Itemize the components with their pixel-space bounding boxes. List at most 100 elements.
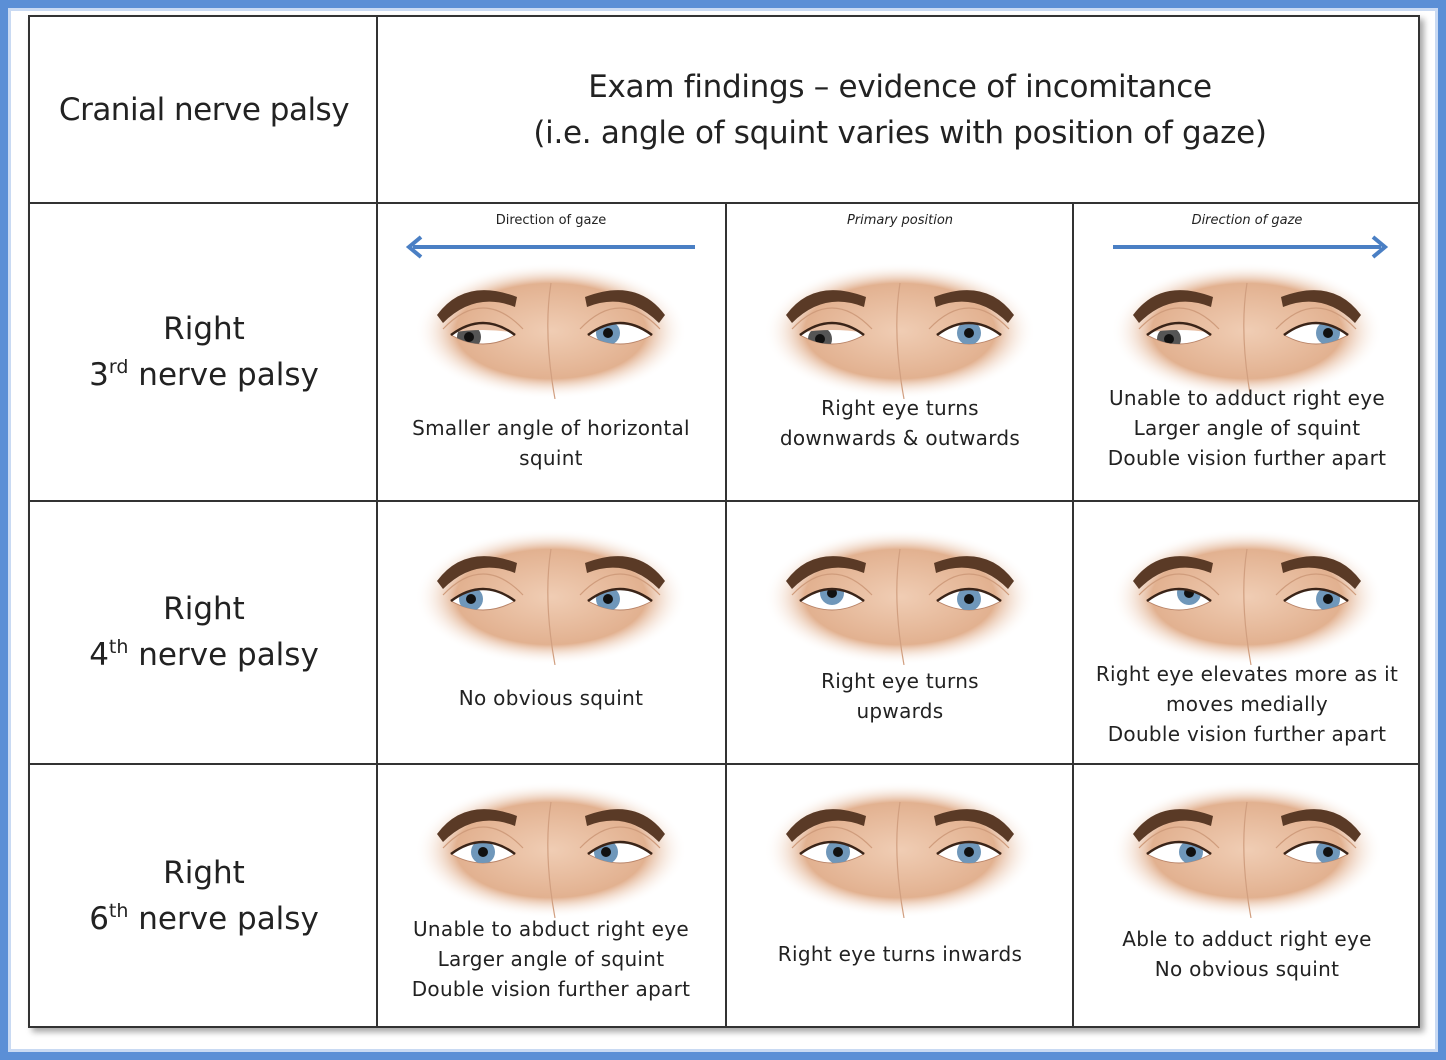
row-label-side: Right [163,855,245,891]
finding-line: Smaller angle of horizontal [412,416,690,440]
eyebrow-left [1281,556,1361,589]
divider [1072,203,1074,1026]
eyebrow-right [786,809,866,842]
finding-line: Right eye turns inwards [777,942,1023,966]
pupil [466,594,476,604]
finding-description: Right eye turns downwards & outwards [726,393,1074,453]
row-label-nerve: 4th nerve palsy [89,632,319,678]
pupil [964,328,974,338]
pupil [601,847,611,857]
row-label: Right 3rd nerve palsy [30,203,378,500]
divider [30,202,1418,204]
pupil [964,594,974,604]
gaze-label-right: Direction of gaze [1191,213,1303,228]
eyebrow-right [1133,556,1213,589]
drooping-eyelid [451,323,515,333]
eyebrow-right [786,556,866,589]
eyebrow-left [1281,809,1361,842]
finding-line: Unable to abduct right eye [412,917,690,941]
nerve-number: 6 [89,901,109,937]
finding-description: Smaller angle of horizontal squint [377,413,725,473]
eyes-illustration [1111,529,1383,665]
finding-cell: Right eye turns inwards [726,764,1074,1028]
finding-line: Double vision further apart [1107,722,1387,746]
finding-cell: No obvious squint [377,501,725,763]
header-line-2: (i.e. angle of squint varies with positi… [533,115,1267,151]
row-label-side: Right [163,591,245,627]
drooping-eyelid [1147,323,1211,333]
eyebrow-left [585,556,665,589]
eyebrow-right [437,556,517,589]
eyebrow-left [934,556,1014,589]
eyebrow-left [585,290,665,323]
cranial-nerve-palsy-table: Cranial nerve palsy Exam findings – evid… [28,15,1420,1028]
row-label-side: Right [163,310,245,347]
nerve-number: 4 [89,637,109,673]
finding-line: squint [519,446,583,470]
finding-line: Double vision further apart [1107,446,1387,470]
eyebrow-right [437,290,517,323]
finding-line: Larger angle of squint [437,947,665,971]
eyebrow-right [786,290,866,323]
row-label-nerve: 6th nerve palsy [89,896,319,942]
pupil [603,328,613,338]
finding-line: Double vision further apart [411,977,691,1001]
pupil [827,589,837,598]
pupil [1164,334,1174,344]
finding-line: Unable to adduct right eye [1108,386,1386,410]
eyes-illustration [764,263,1036,399]
nerve-palsy-text: nerve palsy [128,637,319,673]
divider [725,203,727,1026]
pupil [964,847,974,857]
eyebrow-right [1133,809,1213,842]
eyebrow-left [934,290,1014,323]
pupil [815,334,825,344]
divider [30,763,1418,765]
eyebrow-left [934,809,1014,842]
finding-line: downwards & outwards [779,426,1021,450]
eyes-illustration [415,263,687,399]
eyebrow-right [437,809,517,842]
eyes-illustration [764,529,1036,665]
row-label-nerve: 3rd nerve palsy [89,352,319,398]
eyes-illustration [415,529,687,665]
eyes-illustration [764,782,1036,918]
gaze-label-center: Primary position [846,213,954,228]
eyebrow-right [1133,290,1213,323]
eyes-illustration [1111,782,1383,918]
pupil [603,594,613,604]
header-exam-findings: Exam findings – evidence of incomitance … [378,17,1422,203]
finding-line: Right eye turns [821,669,979,693]
gaze-label-left: Direction of gaze [495,213,607,228]
row-label: Right 4th nerve palsy [30,501,378,763]
ordinal-suffix: th [108,636,129,658]
pupil [833,847,843,857]
finding-line: Right eye turns [821,396,979,420]
nerve-palsy-text: nerve palsy [128,901,319,937]
finding-line: No obvious squint [458,686,644,710]
header-cranial-nerve-palsy: Cranial nerve palsy [58,92,350,128]
pupil [1323,328,1333,338]
ordinal-suffix: th [108,900,129,922]
finding-line: Able to adduct right eye [1122,927,1372,951]
arrow-right-icon [1113,235,1389,259]
eyebrow-left [1281,290,1361,323]
nerve-palsy-text: nerve palsy [128,356,319,393]
pupil [464,332,474,342]
ordinal-suffix: rd [108,355,129,378]
pupil [1323,847,1333,857]
divider [376,17,378,1026]
finding-line: Larger angle of squint [1133,416,1361,440]
header-line-1: Exam findings – evidence of incomitance [588,69,1212,105]
divider [30,500,1418,502]
